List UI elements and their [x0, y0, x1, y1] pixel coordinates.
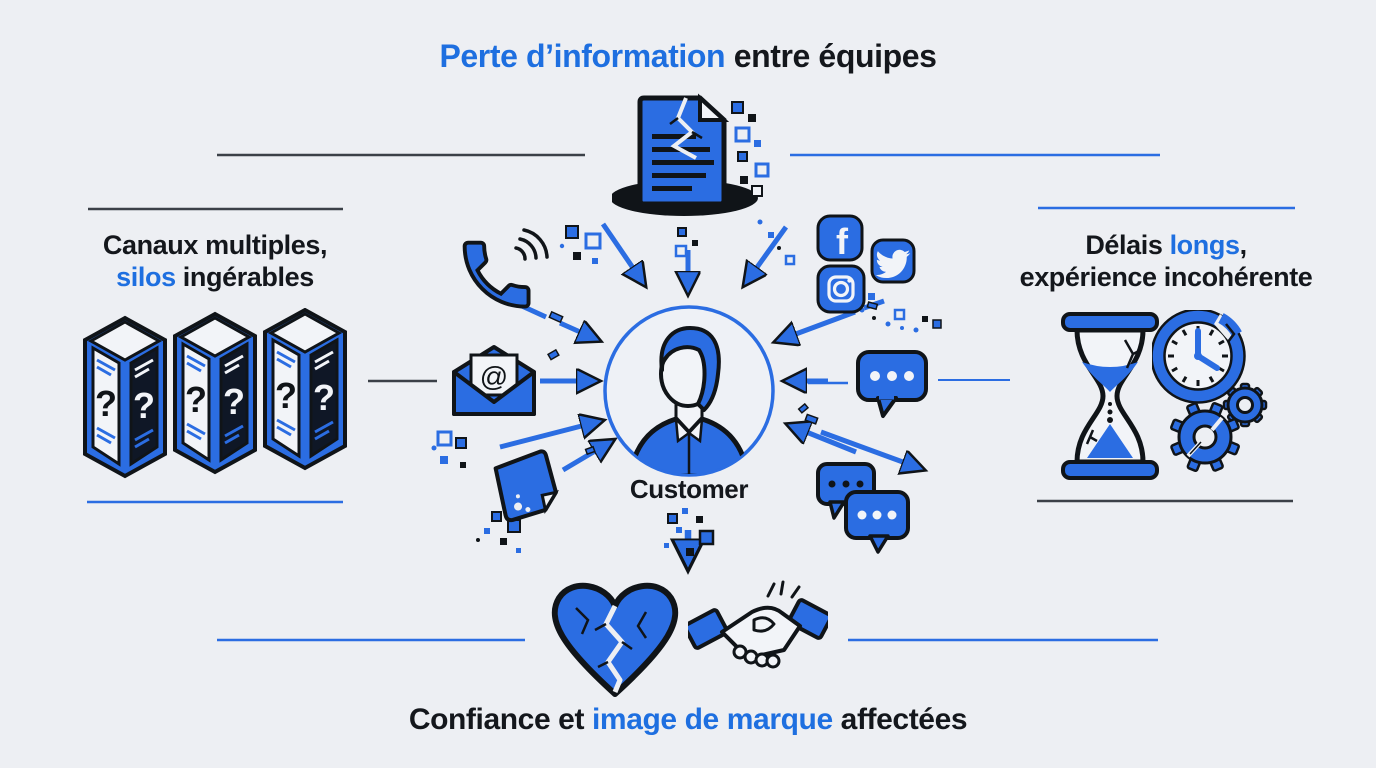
- pixel-debris: [431, 219, 942, 556]
- label-bottom-end: affectées: [832, 703, 968, 736]
- server-stack-icon: ? ?: [83, 308, 347, 478]
- label-left-line1: Canaux multiples,: [102, 230, 328, 260]
- broken-document-icon: [612, 93, 770, 216]
- label-right-highlight: longs: [1169, 230, 1240, 260]
- label-bottom-start: Confiance et: [408, 703, 592, 736]
- label-bottom: Confiance et image de marque affectées: [0, 702, 1376, 737]
- label-right-line1b: ,: [1239, 230, 1248, 260]
- broken-gears-icon: [1170, 382, 1268, 472]
- divider-lines: [87, 153, 1295, 642]
- broken-heart-icon: [551, 582, 679, 697]
- breaking-note-icon: [493, 449, 559, 523]
- customer-avatar-icon: [603, 305, 775, 477]
- at-sign-glyph: @: [480, 361, 508, 392]
- label-left: Canaux multiples, silos ingérables: [40, 230, 390, 294]
- handshake-icon: [688, 580, 828, 669]
- document-dissolve-pixels: [731, 101, 770, 197]
- hourglass-icon: [1061, 312, 1159, 480]
- label-left-highlight: silos: [116, 261, 176, 292]
- facebook-f-glyph: f: [836, 221, 849, 262]
- twitter-icon: [870, 238, 916, 284]
- chat-bubble-icon: [856, 350, 928, 418]
- label-bottom-highlight: image de marque: [591, 703, 833, 736]
- label-left-line2: ingérables: [175, 261, 314, 292]
- facebook-icon: f: [816, 214, 864, 262]
- arrow-fragments: [547, 301, 879, 456]
- title-top-highlight: Perte d’information: [439, 38, 726, 74]
- chat-bubbles-icon: [816, 462, 910, 554]
- label-right-line2: expérience incohérente: [1019, 261, 1313, 292]
- instagram-icon: [816, 264, 866, 314]
- broken-clock-icon: [1152, 310, 1246, 404]
- customer-label: Customer: [629, 474, 749, 504]
- title-top-rest: entre équipes: [725, 38, 937, 74]
- label-right-line1a: Délais: [1085, 230, 1170, 260]
- phone-icon: [462, 228, 549, 309]
- label-right: Délais longs, expérience incohérente: [990, 230, 1342, 294]
- email-icon: @: [452, 345, 536, 416]
- title-top: Perte d’information entre équipes: [0, 38, 1376, 76]
